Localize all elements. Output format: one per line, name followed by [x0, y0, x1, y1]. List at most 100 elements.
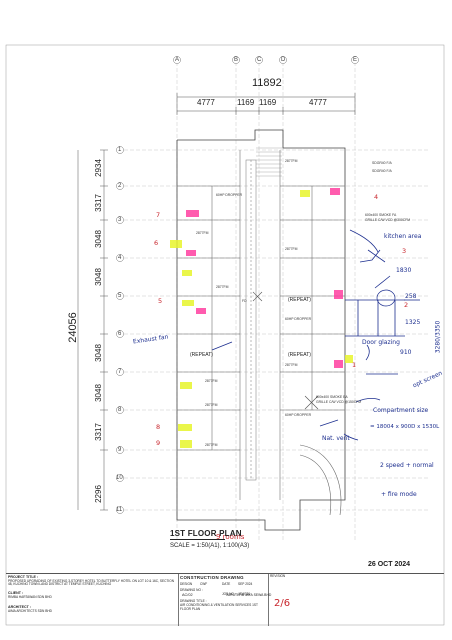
annotation-number: 9 — [156, 439, 161, 447]
corridor-duct — [245, 159, 257, 481]
grid-row-1: 1 — [118, 147, 122, 153]
annotation-number: 8 — [156, 423, 161, 431]
architect-name: AIMA ARCHITECTS SDN BHD — [8, 608, 52, 613]
revision-label: REVISION — [270, 574, 286, 578]
annotation-dim-5: 910 — [400, 349, 412, 356]
stair-hatch — [256, 147, 282, 177]
length-segment-2: 3317 — [93, 194, 103, 212]
grid-row-10: 10 — [116, 475, 123, 481]
annotation-number: 1 — [352, 361, 357, 369]
plan-date: 26 OCT 2024 — [368, 561, 411, 568]
equipment-label: FD — [242, 299, 247, 303]
top-dimension-lines — [176, 93, 356, 115]
bottom-curved-stair — [299, 444, 342, 516]
room-label-repeat-2: (REPEAT) — [190, 352, 213, 358]
grid-column-lines — [176, 62, 356, 540]
annotation-dim-1: 1830 — [396, 267, 412, 274]
engineer-name: JURUTERA JAYA SEWA BHD — [226, 593, 272, 597]
equipment-label: GRILLE C/W VCD @300CFM — [365, 218, 411, 222]
grid-row-3: 3 — [118, 217, 122, 223]
grid-row-9: 9 — [118, 447, 122, 453]
annotation-number: 6 — [154, 239, 159, 247]
project-title: PROPOSED UPGRADING OF EXISTING 3-STOREY … — [8, 578, 175, 587]
grid-row-lines — [118, 149, 430, 511]
length-segment-6: 3048 — [93, 384, 103, 402]
cross-marks — [252, 291, 319, 410]
width-segment-1: 4777 — [197, 98, 215, 107]
project-title-section: PROJECT TITLE : PROPOSED UPGRADING OF EX… — [8, 575, 176, 587]
date-label: DATE — [222, 582, 231, 586]
annotation-compartment-dims: = 18004 x 900D x 1530L — [370, 424, 440, 430]
date-value: SEP 2024 — [238, 582, 253, 586]
annotation-fire-mode: + fire mode — [381, 491, 417, 498]
drawing-stage: CONSTRUCTION DRAWING — [180, 575, 244, 580]
annotation-dim-4: 3280/3350 — [434, 320, 442, 354]
yellow-highlights — [170, 190, 353, 448]
project-title-label: PROJECT TITLE : — [8, 575, 39, 579]
drawing-no-label: DRAWING NO : — [180, 588, 203, 592]
grid-row-8: 8 — [118, 407, 122, 413]
annotation-nat-vent: Nat. vent — [322, 435, 350, 442]
grid-row-7: 7 — [118, 369, 122, 375]
length-segment-7: 3317 — [93, 423, 103, 441]
grid-label-c: C — [257, 57, 262, 63]
equipment-label: 2877FM — [285, 159, 298, 163]
grid-row-5: 5 — [118, 293, 122, 299]
annotation-door-glazing: Door glazing — [362, 339, 400, 346]
client-section: CLIENT : RIMBA HARTAWAN SDN BHD — [8, 591, 52, 599]
equipment-label: 600x400 SMOKE EA — [316, 395, 348, 399]
annotation-number: 2 — [404, 301, 409, 309]
overall-length-dimension: 24056 — [66, 312, 79, 343]
drawing-title-value: AIR CONDITIONING & VENTILATION SERVICES … — [180, 603, 258, 611]
building-outline — [176, 129, 346, 531]
length-segment-4: 3048 — [93, 268, 103, 286]
length-segment-3: 3048 — [93, 230, 103, 248]
client-name: RIMBA HARTAWAN SDN BHD — [8, 594, 52, 599]
job-no-label: JOB NO : — [222, 592, 236, 596]
room-label-repeat-1: (REPEAT) — [288, 297, 311, 303]
annotation-dim-3: 1325 — [405, 319, 421, 326]
equipment-label: SDGR40 F/A — [372, 169, 392, 173]
equipment-label: SDGR40 F/A — [372, 161, 392, 165]
width-segment-4: 4777 — [309, 98, 327, 107]
drawing-title-label: DRAWING TITLE : — [180, 599, 207, 603]
overall-width-dimension: 11892 — [252, 77, 282, 89]
architect-label: ARCHITECT : — [8, 605, 31, 609]
equipment-label: 2877FM — [205, 379, 218, 383]
annotation-number: 5 — [158, 297, 163, 305]
grid-row-2: 2 — [118, 183, 122, 189]
width-segment-2: 1169 — [237, 98, 255, 107]
drawing-no-value: AC/02 — [182, 593, 193, 597]
annotation-dim-2: 258 — [405, 293, 417, 300]
blue-markup-lines — [211, 229, 420, 441]
title-block-info-panel: CONSTRUCTION DRAWING DESIGN CWF DATE SEP… — [178, 574, 269, 626]
equipment-label: 2877FM — [285, 247, 298, 251]
grid-label-d: D — [281, 57, 286, 63]
grid-label-a: A — [175, 57, 180, 63]
design-label: DESIGN — [180, 582, 193, 586]
architect-section: ARCHITECT : AIMA ARCHITECTS SDN BHD — [8, 605, 52, 613]
equipment-label: 2877FM — [205, 403, 218, 407]
grid-row-6: 6 — [118, 331, 122, 337]
annotation-speed: 2 speed + normal — [380, 462, 434, 469]
job-no-value: JSW326 — [238, 592, 251, 596]
title-block: PROJECT TITLE : PROPOSED UPGRADING OF EX… — [6, 573, 444, 626]
equipment-label: 2877FM — [205, 443, 218, 447]
grid-bubbles-top — [173, 56, 359, 64]
plan-title: 1ST FLOOR PLAN — [170, 529, 242, 538]
plan-title-underline — [170, 539, 225, 540]
client-label: CLIENT : — [8, 591, 24, 595]
equipment-label: 2877FM — [216, 285, 229, 289]
equipment-label: GRILLE C/W VCD @150CFM — [316, 400, 362, 404]
equipment-label: 600x400 SMOKE FA — [365, 213, 397, 217]
length-segment-1: 2934 — [93, 159, 103, 177]
annotation-rooms: 9 rooms — [216, 533, 245, 541]
pink-highlights — [186, 188, 343, 368]
left-dimension-lines — [77, 149, 108, 511]
design-value: CWF — [200, 582, 208, 586]
grid-row-4: 4 — [118, 255, 122, 261]
grid-label-b: B — [234, 57, 239, 63]
sheet-number: 2/6 — [274, 598, 291, 609]
length-segment-5: 3048 — [93, 344, 103, 362]
